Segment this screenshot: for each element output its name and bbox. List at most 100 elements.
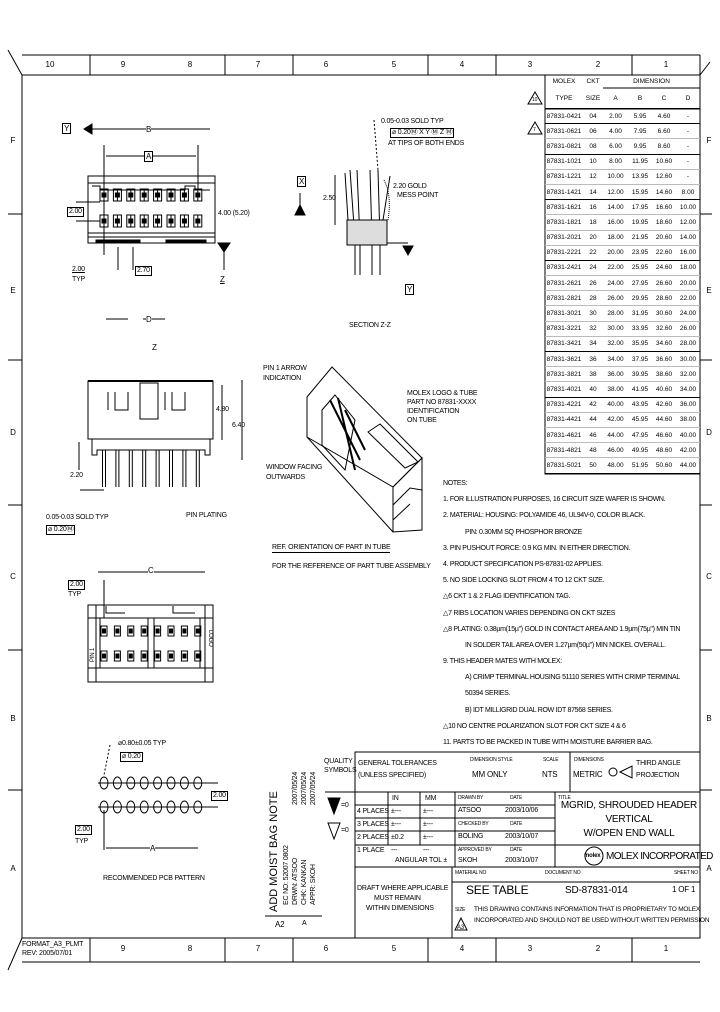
pcb-hole	[193, 776, 203, 790]
table-header-row-1: MOLEX CKT DIMENSION	[545, 75, 700, 88]
table-flag-7: 7	[533, 127, 536, 133]
part-number: 87831-2821	[546, 294, 582, 302]
proprietary-note-1: THIS DRAWING CONTAINS INFORMATION THAT I…	[474, 906, 700, 913]
datum-y-label: Y	[62, 123, 72, 134]
dim-left-label: 2.00	[72, 266, 85, 273]
zone-row-e-right: E	[706, 286, 712, 295]
tol-row-1-label: 4 PLACES	[357, 808, 389, 815]
dim-d: 22.00	[679, 294, 697, 302]
dim-c: 32.60	[655, 325, 673, 333]
header-c: C	[661, 94, 667, 102]
ckt-size: 10	[589, 158, 597, 166]
zone-row-b-right: B	[706, 714, 712, 723]
pin-cavity	[127, 625, 135, 637]
iso-pin1-label: PIN 1 ARROW	[263, 365, 307, 372]
zone-col-1: 1	[663, 60, 669, 69]
dim-a: 46.00	[607, 446, 624, 454]
dim-pitch-label: 2.00	[67, 207, 84, 217]
dim-d: 20.00	[679, 279, 697, 287]
dim-a: 42.00	[607, 416, 624, 424]
general-tolerances-label: GENERAL TOLERANCES	[358, 760, 437, 767]
part-number: 87831-4421	[546, 416, 582, 424]
ckt-size: 22	[589, 249, 597, 257]
pcb-pattern-view	[98, 744, 218, 850]
dim-d: 16.00	[679, 249, 697, 257]
note-text: A) CRIMP TERMINAL HOUSING 51110 SERIES W…	[465, 674, 680, 682]
zone-col-9-bottom: 9	[120, 944, 126, 953]
part-number: 87831-2621	[546, 279, 582, 287]
zone-row-d: D	[10, 428, 16, 437]
dim-a: 16.00	[607, 218, 624, 226]
revision-ec: EC NO: 52007 0802	[283, 845, 290, 905]
dim-d: -	[686, 173, 690, 181]
note-item: 4. PRODUCT SPECIFICATION PS-87831-02 APP…	[443, 557, 703, 573]
ckt-size: 14	[589, 188, 597, 196]
dim-d: -	[686, 158, 690, 166]
tol-row-1-in: ±---	[391, 808, 402, 815]
pcb-hole	[112, 800, 122, 814]
size-label: SIZE	[455, 907, 466, 913]
ckt-size: 26	[589, 279, 597, 287]
dim-a: 36.00	[607, 370, 624, 378]
sheet-value: 1 OF 1	[672, 885, 696, 894]
note-item: △10 NO CENTRE POLARIZATION SLOT FOR CKT …	[443, 719, 703, 735]
dim-d: -	[686, 127, 690, 135]
zone-row-d-right: D	[706, 428, 712, 437]
zone-col-2: 2	[595, 60, 601, 69]
dim-b: 17.95	[631, 203, 649, 211]
pin-square	[169, 653, 173, 659]
pcb-hole	[179, 776, 189, 790]
zone-col-4: 4	[459, 60, 465, 69]
dim-b: 35.95	[631, 340, 649, 348]
dim-c: 36.60	[655, 355, 673, 363]
dim-left-sub: TYP	[72, 276, 86, 283]
dim-b: 5.95	[633, 112, 647, 120]
bottom-mark-left: PIN 1	[90, 647, 96, 662]
part-number: 87831-3021	[546, 310, 582, 318]
side-dim-tail: 2.20	[70, 472, 83, 479]
ckt-size: 44	[589, 416, 597, 424]
iso-ref-2: FOR THE REFERENCE OF PART TUBE ASSEMBLY	[272, 563, 431, 570]
title-label: TITLE	[558, 795, 571, 801]
dim-d: 10.00	[679, 203, 697, 211]
dim-b: 7.95	[633, 127, 647, 135]
side-tol-frame: ⌀ 0.20Ⓜ	[46, 525, 76, 535]
pcb-hole	[153, 776, 163, 790]
ckt-size: 04	[589, 112, 597, 120]
pin-square	[155, 192, 161, 198]
ckt-size: 50	[589, 461, 597, 469]
pin-square	[101, 192, 107, 198]
note-text: CKT 1 & 2 FLAG IDENTIFICATION TAG.	[453, 593, 571, 601]
ckt-size: 38	[589, 370, 597, 378]
note-item: 9. THIS HEADER MATES WITH MOLEX:	[443, 654, 703, 670]
pin-cavity	[140, 625, 148, 637]
side-view	[78, 318, 243, 491]
header-ckt-2: SIZE	[585, 94, 601, 102]
pin-square	[101, 218, 107, 224]
note-item: △8 PLATING: 0.38µm(15µ") GOLD IN CONTACT…	[443, 622, 703, 638]
pin-cavity	[180, 650, 188, 662]
pcb-hole	[193, 800, 203, 814]
dim-c: 8.60	[657, 142, 671, 150]
dim-b: 15.95	[631, 188, 649, 196]
dim-d: 40.00	[679, 431, 697, 439]
table-flag-10: 10	[532, 97, 538, 103]
dim-b: 9.95	[633, 142, 647, 150]
pin-square	[181, 218, 187, 224]
flag-triangle-icon: △7	[443, 609, 454, 617]
pcb-dim-pitch: 2.00	[75, 825, 92, 835]
zone-row-a: A	[10, 864, 16, 873]
tol-col-mm: MM	[425, 795, 437, 802]
notes-title: NOTES:	[443, 480, 468, 487]
dim-mid-label: 2.70	[135, 266, 152, 276]
approved-date: 2003/10/07	[505, 857, 539, 864]
zone-col-8: 8	[187, 60, 193, 69]
part-number: 87831-3421	[546, 340, 582, 348]
